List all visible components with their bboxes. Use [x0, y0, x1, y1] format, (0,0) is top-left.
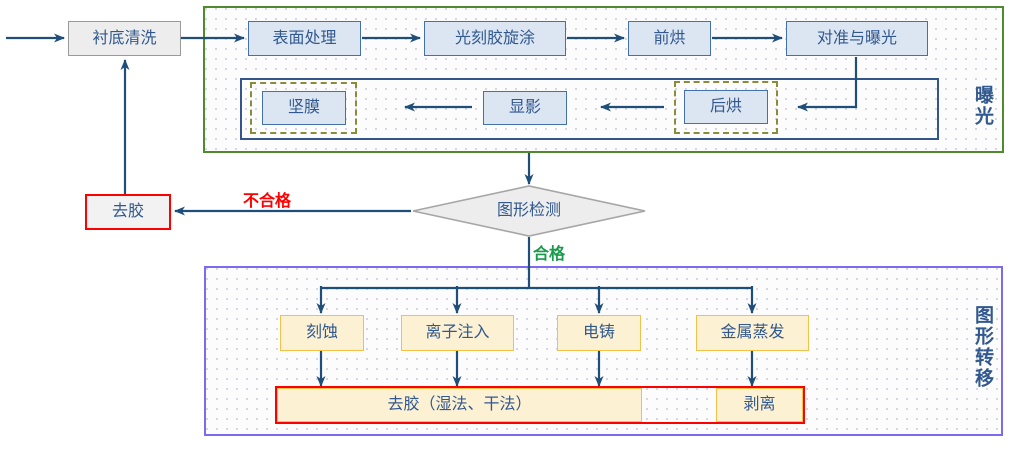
node-post-bake[interactable]: 后烘 — [684, 90, 768, 124]
edge-label-fail: 不合格 — [243, 193, 292, 210]
inspection-decision-shape — [412, 185, 646, 237]
node-lift-off[interactable]: 剥离 — [716, 388, 803, 422]
group-label-exposure: 曝光 — [972, 85, 993, 127]
hard-bake-dashed-frame — [250, 82, 357, 134]
node-photoresist-spin[interactable]: 光刻胶旋涂 — [424, 21, 566, 56]
node-electroforming[interactable]: 电铸 — [557, 315, 641, 351]
node-metal-evaporation[interactable]: 金属蒸发 — [696, 315, 809, 351]
node-ion-implant[interactable]: 离子注入 — [401, 315, 514, 351]
post-bake-dashed-frame — [674, 81, 778, 134]
group-label-pattern-transfer: 图形转移 — [972, 305, 993, 389]
exposure-inner-frame — [240, 78, 939, 140]
node-align-expose[interactable]: 对准与曝光 — [786, 21, 928, 56]
node-hard-bake[interactable]: 坚膜 — [262, 91, 346, 125]
node-develop[interactable]: 显影 — [483, 91, 567, 125]
node-etch[interactable]: 刻蚀 — [280, 315, 364, 351]
node-strip-wet-dry[interactable]: 去胶（湿法、干法） — [277, 388, 642, 422]
inspection-decision-label[interactable]: 图形检测 — [496, 202, 561, 220]
node-substrate-clean[interactable]: 衬底清洗 — [68, 21, 181, 56]
node-pre-bake[interactable]: 前烘 — [628, 21, 711, 56]
node-surface-treatment[interactable]: 表面处理 — [248, 21, 361, 56]
strip-liftoff-red-frame — [275, 386, 805, 424]
edge-label-pass: 合格 — [533, 246, 566, 263]
node-strip-reject[interactable]: 去胶 — [85, 194, 171, 230]
